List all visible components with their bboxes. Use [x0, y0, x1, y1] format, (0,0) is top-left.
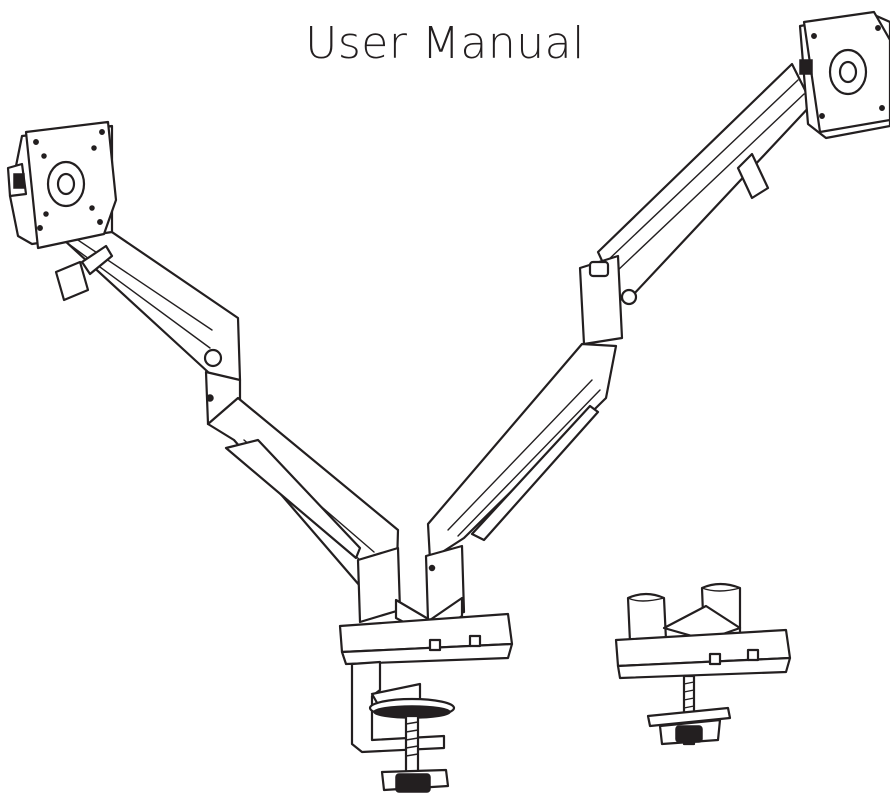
- left-arm: [38, 196, 400, 602]
- left-tension-knob: [54, 260, 90, 302]
- clamp-base: [338, 612, 514, 793]
- left-cable-clip: [80, 244, 114, 276]
- right-vesa-plate: [798, 10, 890, 140]
- grommet-mount-detail: [614, 582, 792, 746]
- document-title: User Manual: [305, 18, 585, 69]
- right-arm: [426, 62, 814, 562]
- right-cable-clip: [736, 152, 770, 200]
- left-vesa-plate: [6, 120, 118, 250]
